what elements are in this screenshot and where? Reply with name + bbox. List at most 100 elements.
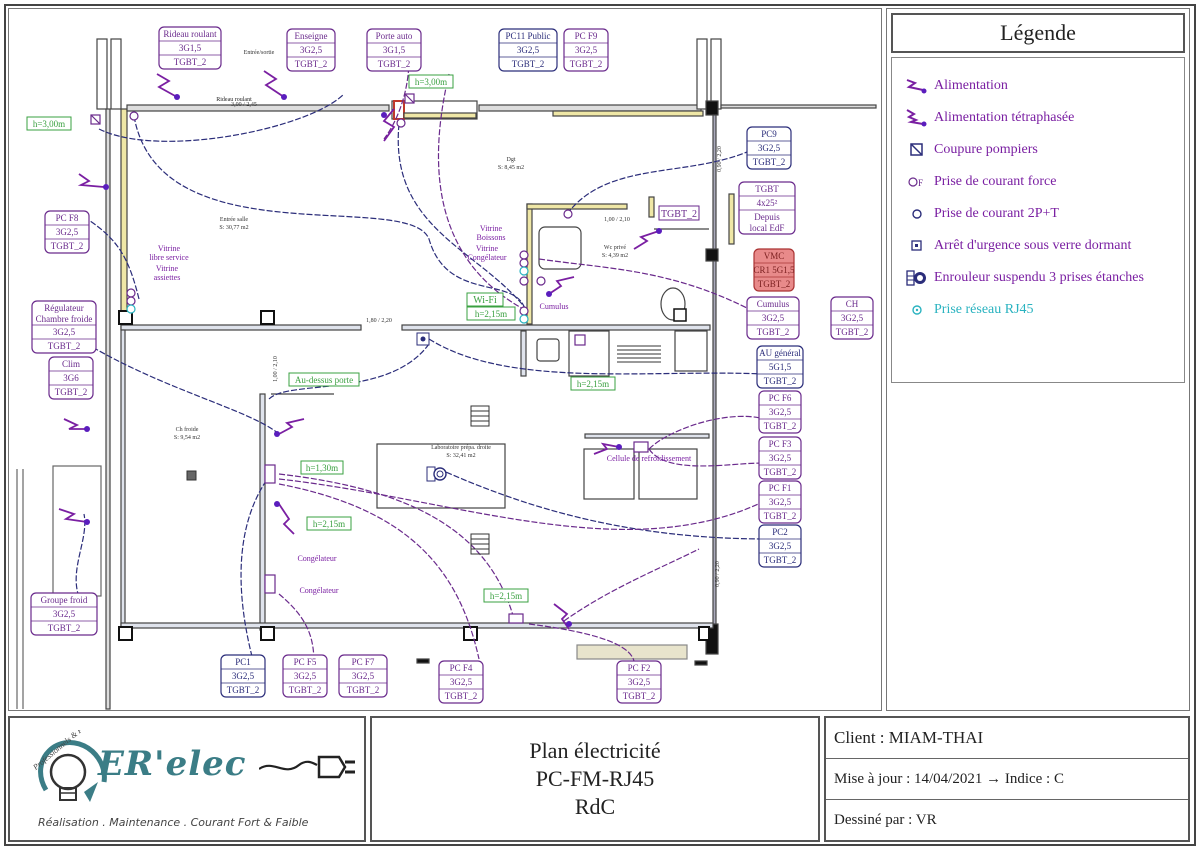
wifi-label: Wi-Fi <box>473 295 497 306</box>
column-black-2 <box>705 248 719 262</box>
cable-route <box>75 513 86 598</box>
cable-route <box>133 115 527 322</box>
outdoor-unit-zone <box>52 465 102 597</box>
circuit-name: Rideau roulant <box>163 29 217 39</box>
circuit-panel: TGBT_2 <box>289 685 322 695</box>
outlet-2p-t-icon <box>519 306 529 316</box>
cable-route <box>98 93 345 142</box>
legend-panel: Légende Alimentation Alimentation tétrap… <box>886 8 1190 711</box>
circuit-name: PC11 Public <box>506 31 551 41</box>
cable-route <box>648 415 765 450</box>
cable-route <box>538 258 750 310</box>
circuit-box-frame <box>758 390 802 434</box>
legend-label: Alimentation tétraphasée <box>934 110 1075 125</box>
equipment-label: Congélateur <box>297 554 336 563</box>
logo-arc-text: Professionnels & Particuliers <box>30 730 108 772</box>
circuit-cable: CR1 5G1,5 <box>753 265 795 275</box>
wall-coldroom-right <box>259 393 266 631</box>
wall-bottom <box>120 622 714 629</box>
svg-text:Vitrine: Vitrine <box>156 264 179 273</box>
vent-grilles <box>186 345 661 555</box>
title-line-1: Plan électricité <box>529 738 661 763</box>
legend-item: Arrêt d'urgence sous verre dormant <box>892 230 1184 262</box>
power-supply-icon <box>633 230 660 250</box>
circuit-name: Régulateur <box>44 303 84 313</box>
legend-label: Alimentation <box>934 78 1008 93</box>
circuit-name: PC F2 <box>628 663 651 673</box>
outlet-2p-t-icon <box>519 276 529 286</box>
sink <box>536 338 560 362</box>
circuit-box-frame <box>746 296 800 340</box>
rj45-outlets <box>126 266 529 324</box>
height-tag-label: h=2,15m <box>313 519 345 529</box>
height-tag-label: h=1,30m <box>306 463 338 473</box>
wc-wall-top <box>526 203 628 210</box>
circuit-cable: 3G2,5 <box>294 671 317 681</box>
legend-label: Prise de courant force <box>934 174 1057 189</box>
legend-label: Coupure pompiers <box>934 142 1038 157</box>
legend-label: Enrouleur suspendu 3 prises étanches <box>934 270 1144 285</box>
circuit-panel: TGBT_2 <box>757 327 790 337</box>
height-tag-label: h=2,15m <box>490 591 522 601</box>
sink-unit <box>568 330 610 377</box>
title-line-2: PC-FM-RJ45 <box>535 766 655 791</box>
circuit-cable: 3G2,5 <box>450 677 473 687</box>
svg-text:Cellule de refroidissement: Cellule de refroidissement <box>607 454 692 463</box>
circuit-panel: TGBT_2 <box>227 685 260 695</box>
legend-title: Légende <box>891 13 1185 53</box>
svg-text:Vitrine: Vitrine <box>480 224 503 233</box>
post <box>118 626 133 641</box>
legend-label: Prise de courant 2P+T <box>934 206 1059 221</box>
power-supply-icon <box>58 508 88 523</box>
circuit-cable: 3G2,5 <box>628 677 651 687</box>
room-label: Entrée/sortie <box>244 50 275 56</box>
cable-route <box>397 123 527 310</box>
circuit-box-frame <box>746 126 792 170</box>
door-frame-right-2 <box>710 38 722 110</box>
circuit-box-frame <box>758 480 802 524</box>
circuit-cable: 4x25² <box>757 198 778 208</box>
cable-route <box>240 473 272 665</box>
dimension-label: 1,00 / 2,10 <box>604 217 630 223</box>
legend-item: Prise de courant 2P+T <box>892 198 1184 230</box>
panel-tag: TGBT_2 <box>658 205 700 221</box>
room-area: S: 9,54 m2 <box>174 435 200 441</box>
height-tag: h=3,00m <box>408 74 454 89</box>
power-supply-icon <box>77 173 105 188</box>
circuit-name: PC2 <box>772 527 788 537</box>
outlet-2p-t-icon <box>563 209 573 219</box>
toilet <box>660 287 686 321</box>
circuit-cable: 3G2,5 <box>769 453 792 463</box>
circuit-name: PC1 <box>235 657 251 667</box>
storefront <box>126 104 390 112</box>
update-field: Mise à jour : 14/04/2021 → Indice : C <box>826 759 1188 800</box>
svg-text:assiettes: assiettes <box>154 273 181 282</box>
post <box>118 310 133 325</box>
circuit-box-frame <box>282 654 328 698</box>
outlet-force-icon <box>519 250 529 260</box>
room-name: Dgt <box>507 157 516 163</box>
power-supply-icon <box>263 70 285 98</box>
power-supply-icon <box>278 418 305 435</box>
shelf-unit <box>674 330 708 372</box>
cable-route <box>78 338 280 435</box>
room-area: S: 30,77 m2 <box>219 225 248 231</box>
circuit-panel: TGBT_2 <box>836 327 869 337</box>
circuit-panel: TGBT_2 <box>764 555 797 565</box>
circuit-name: Chambre froide <box>36 314 93 324</box>
lightbulb-logo-icon: Professionnels & Particuliers <box>30 730 108 802</box>
circuit-panel: TGBT_2 <box>55 387 88 397</box>
panel-tag-label: TGBT_2 <box>661 209 697 220</box>
